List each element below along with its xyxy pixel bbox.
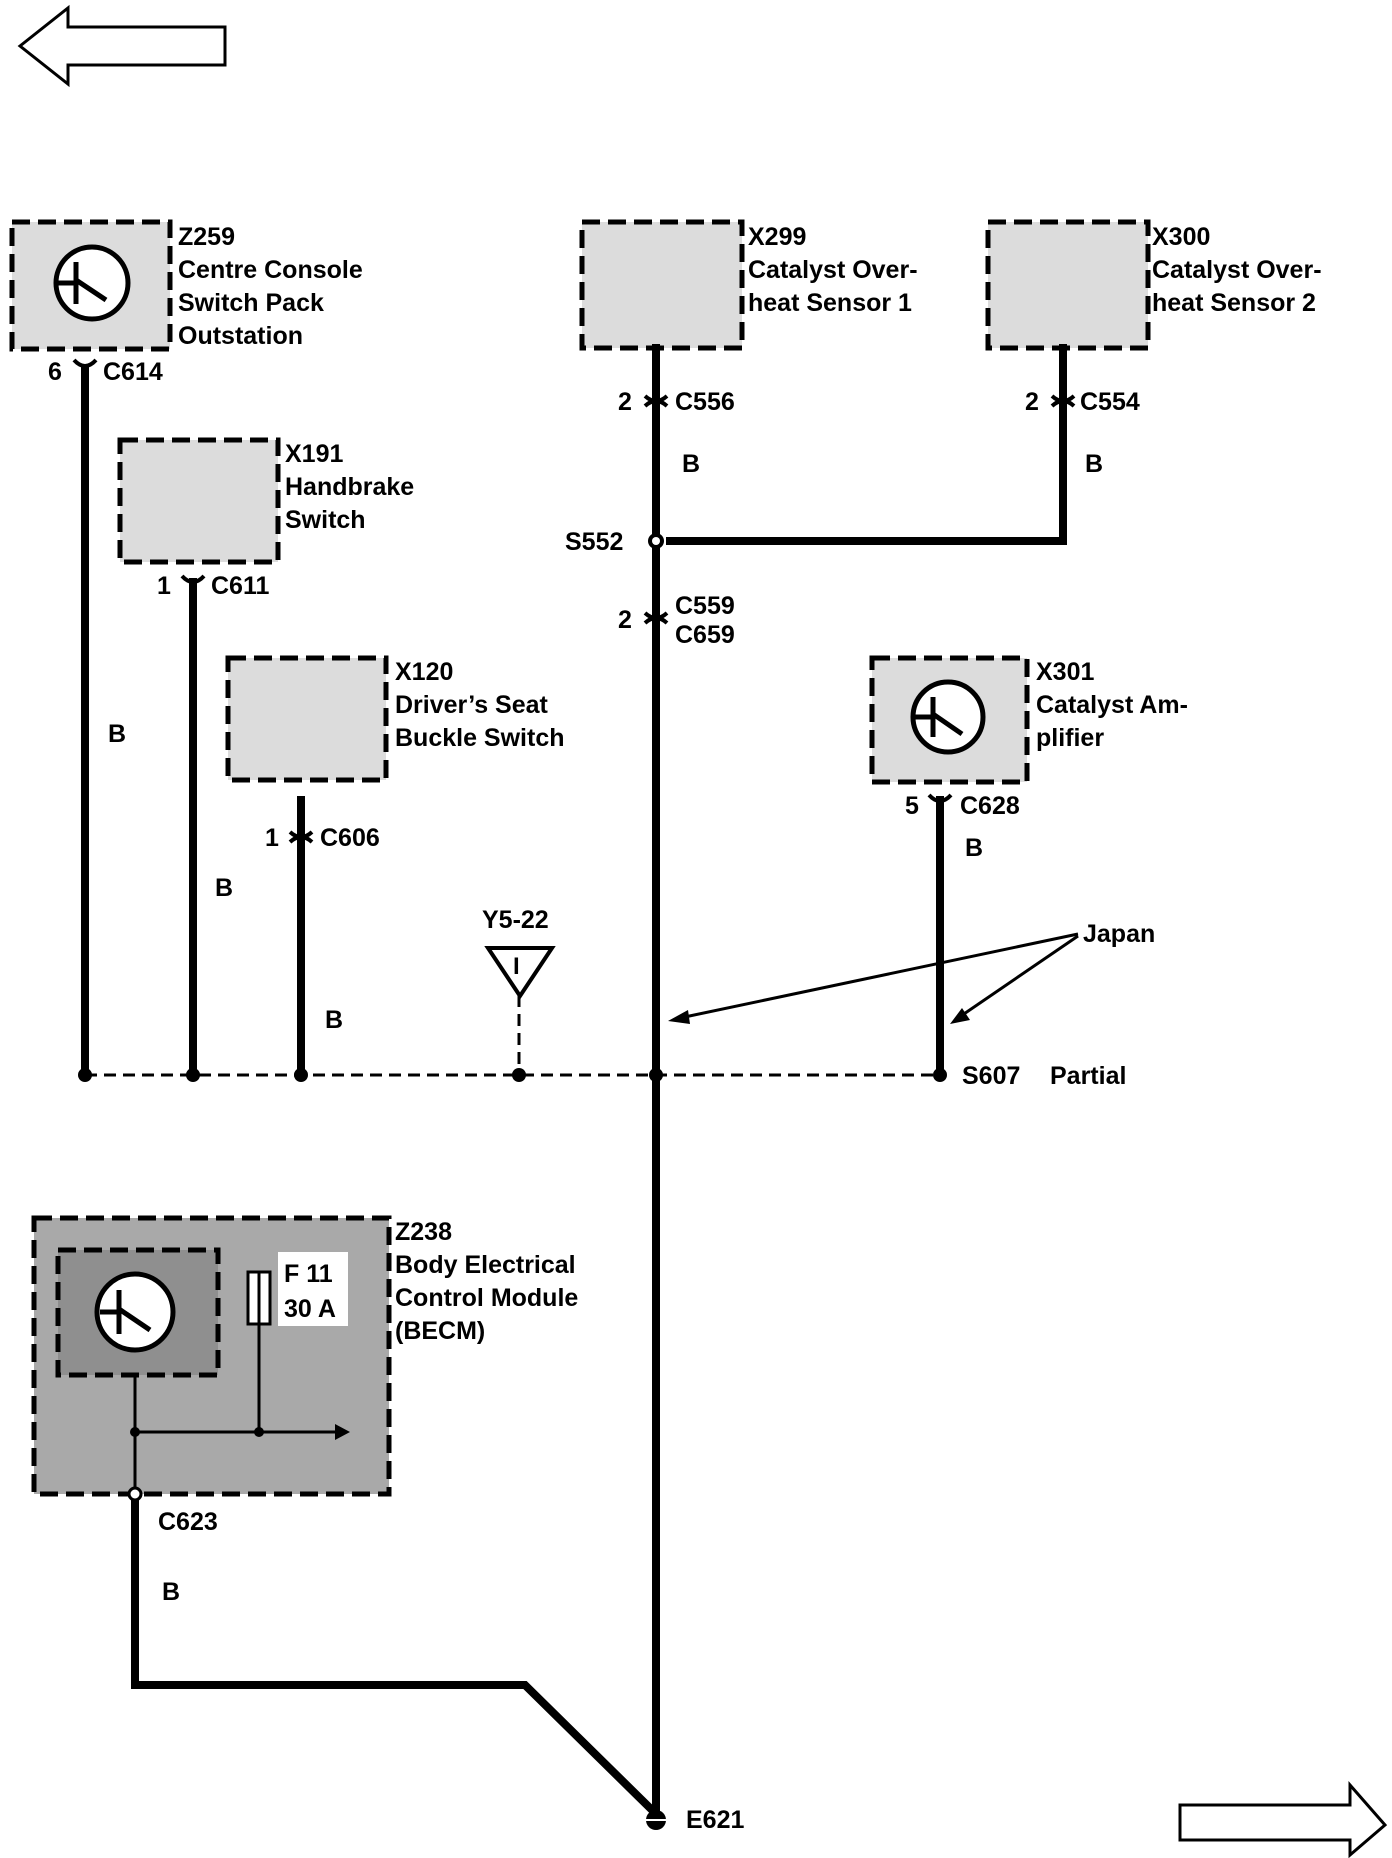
- connector-c559: [643, 611, 669, 625]
- x120-id: X120: [395, 658, 453, 686]
- z238-name-1: Body Electrical: [395, 1251, 576, 1279]
- ground-id: E621: [686, 1806, 744, 1834]
- x301-name-1: Catalyst Am-: [1036, 691, 1188, 719]
- annotation-arrows: [668, 932, 1079, 1024]
- splice-s607-note: Partial: [1050, 1062, 1126, 1090]
- wire-color-x299: B: [682, 450, 700, 478]
- x299-box: [579, 219, 745, 351]
- splice-s552: S552: [565, 528, 623, 556]
- transistor-icon: [53, 244, 131, 322]
- connector-c611: [180, 574, 206, 584]
- z238-name-3: (BECM): [395, 1317, 485, 1345]
- back-arrow[interactable]: [17, 4, 227, 88]
- connector-c628: [927, 793, 953, 803]
- x120-pin: 1: [265, 824, 279, 852]
- x120-name-1: Driver’s Seat: [395, 691, 549, 719]
- right-arrow-icon: [1178, 1781, 1388, 1858]
- reference-symbol: I: [513, 953, 520, 980]
- x300-box: [985, 219, 1151, 351]
- x191-connector: C611: [211, 572, 269, 600]
- x191-name-2: Switch: [285, 506, 366, 534]
- x301-name-2: plifier: [1036, 724, 1104, 752]
- connector-c614: [72, 358, 98, 368]
- x300-name-2: heat Sensor 2: [1152, 289, 1316, 317]
- inline-c659: C659: [675, 621, 735, 649]
- z238-name-2: Control Module: [395, 1284, 578, 1312]
- wire-color-x191: B: [215, 874, 233, 902]
- x301-pin: 5: [905, 792, 919, 820]
- x301-id: X301: [1036, 658, 1094, 686]
- wire-color-x300: B: [1085, 450, 1103, 478]
- annotation-japan: Japan: [1083, 920, 1155, 948]
- forward-arrow[interactable]: [1178, 1781, 1388, 1858]
- x299-name-1: Catalyst Over-: [748, 256, 918, 284]
- x301-connector: C628: [960, 792, 1020, 820]
- fuse-label-bg: [278, 1252, 348, 1326]
- reference-id: Y5-22: [482, 906, 549, 934]
- reference-triangle[interactable]: I: [484, 946, 556, 1000]
- z259-connector: C614: [103, 358, 163, 386]
- z259-pin: 6: [48, 358, 62, 386]
- inline-c559: C559: [675, 592, 735, 620]
- x299-name-2: heat Sensor 1: [748, 289, 912, 317]
- fuse-rating: 30 A: [284, 1295, 336, 1323]
- wire-color-x301: B: [965, 834, 983, 862]
- wire-color-z259: B: [108, 720, 126, 748]
- amplifier-icon: [910, 679, 986, 755]
- connector-c556: [643, 394, 669, 408]
- x300-id: X300: [1152, 223, 1210, 251]
- x191-name-1: Handbrake: [285, 473, 414, 501]
- z238-id: Z238: [395, 1218, 452, 1246]
- x120-box: [225, 655, 389, 783]
- x191-pin: 1: [157, 572, 171, 600]
- z259-name-3: Outstation: [178, 322, 303, 350]
- wire-color-becm: B: [162, 1578, 180, 1606]
- wire-x300: [666, 344, 1067, 545]
- x191-box: [117, 437, 281, 565]
- z259-name-1: Centre Console: [178, 256, 363, 284]
- z238-connector: C623: [158, 1508, 218, 1536]
- z259-id: Z259: [178, 223, 235, 251]
- left-arrow-icon: [17, 4, 227, 88]
- fuse-icon: [246, 1270, 272, 1326]
- x299-pin: 2: [618, 388, 632, 416]
- x120-connector: C606: [320, 824, 380, 852]
- wire-becm: [131, 1490, 656, 1814]
- becm-transistor-icon: [94, 1271, 176, 1353]
- inline-pin: 2: [618, 606, 632, 634]
- x300-name-1: Catalyst Over-: [1152, 256, 1322, 284]
- x299-connector: C556: [675, 388, 735, 416]
- wire-color-x120: B: [325, 1006, 343, 1034]
- x300-pin: 2: [1025, 388, 1039, 416]
- x120-name-2: Buckle Switch: [395, 724, 565, 752]
- x300-connector: C554: [1080, 388, 1140, 416]
- x299-id: X299: [748, 223, 806, 251]
- ground-icon: [642, 1810, 670, 1830]
- connector-c606: [288, 830, 314, 844]
- z259-name-2: Switch Pack: [178, 289, 324, 317]
- fuse-id: F 11: [284, 1260, 333, 1288]
- splice-s607: S607: [962, 1062, 1020, 1090]
- connector-c554: [1050, 394, 1076, 408]
- x191-id: X191: [285, 440, 343, 468]
